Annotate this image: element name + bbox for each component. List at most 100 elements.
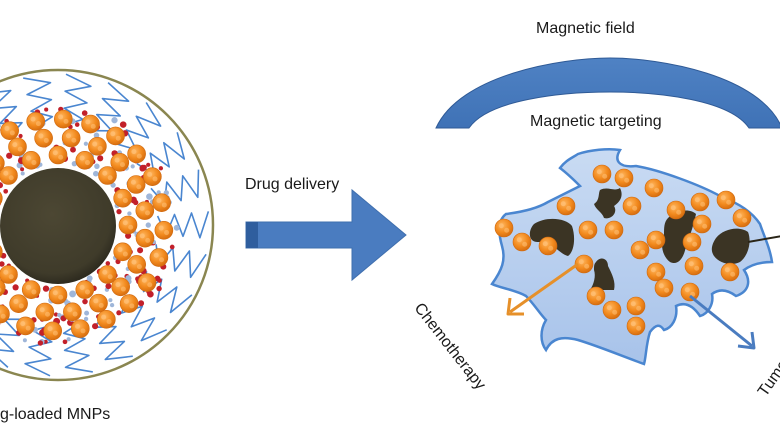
drug-particle bbox=[138, 274, 156, 292]
drug-particle bbox=[681, 283, 699, 301]
drug-particle bbox=[49, 146, 67, 164]
drug-particle bbox=[10, 295, 28, 313]
drug-particle bbox=[615, 169, 633, 187]
drug-molecule bbox=[137, 247, 143, 253]
drug-molecule bbox=[44, 108, 48, 112]
tumor-tissue bbox=[492, 149, 780, 364]
drug-particle bbox=[136, 229, 154, 247]
drug-particle bbox=[539, 237, 557, 255]
drug-particle bbox=[627, 317, 645, 335]
drug-particle bbox=[114, 189, 132, 207]
drug-particle bbox=[82, 115, 100, 133]
drug-particle bbox=[603, 301, 621, 319]
drug-particle bbox=[717, 191, 735, 209]
drug-particle bbox=[733, 209, 751, 227]
drug-particle bbox=[44, 322, 62, 340]
drug-particle bbox=[49, 286, 67, 304]
drug-molecule bbox=[106, 261, 111, 266]
drug-particle bbox=[655, 279, 673, 297]
drug-particle bbox=[579, 221, 597, 239]
drug-molecule bbox=[57, 313, 61, 317]
drug-molecule bbox=[105, 283, 111, 289]
tumor-arrow bbox=[690, 296, 754, 348]
drug-molecule bbox=[87, 275, 93, 281]
drug-particle bbox=[721, 263, 739, 281]
drug-particle bbox=[683, 233, 701, 251]
drug-molecule bbox=[156, 286, 161, 291]
drug-molecule bbox=[82, 110, 88, 116]
drug-particle bbox=[667, 201, 685, 219]
drug-particle bbox=[143, 168, 161, 186]
drug-molecule bbox=[84, 311, 89, 316]
drug-particle bbox=[150, 249, 168, 267]
drug-particle bbox=[691, 193, 709, 211]
drug-particle bbox=[557, 197, 575, 215]
drug-molecule bbox=[159, 166, 163, 170]
drug-particle bbox=[631, 241, 649, 259]
drug-molecule bbox=[97, 155, 103, 161]
drug-molecule bbox=[94, 164, 99, 169]
drug-molecule bbox=[3, 189, 8, 194]
drug-molecule bbox=[146, 163, 150, 167]
drug-particle bbox=[8, 138, 26, 156]
drug-particle bbox=[127, 175, 145, 193]
drug-molecule bbox=[23, 338, 27, 342]
drug-particle bbox=[647, 231, 665, 249]
magnetic-field-label: Magnetic field bbox=[536, 20, 635, 38]
drug-molecule bbox=[69, 290, 76, 297]
drug-particle bbox=[128, 145, 146, 163]
drug-molecule bbox=[20, 167, 24, 171]
drug-particle bbox=[90, 294, 108, 312]
magnetic-targeting-label: Magnetic targeting bbox=[530, 113, 662, 131]
drug-particle bbox=[76, 151, 94, 169]
drug-particle bbox=[685, 257, 703, 275]
drug-molecule bbox=[63, 339, 68, 344]
drug-molecule bbox=[13, 284, 19, 290]
drug-particle bbox=[136, 202, 154, 220]
drug-molecule bbox=[116, 209, 121, 214]
drug-particle bbox=[647, 263, 665, 281]
drug-molecule bbox=[120, 121, 127, 128]
magnetic-core bbox=[0, 168, 116, 284]
drug-particle bbox=[111, 153, 129, 171]
drug-particle bbox=[0, 167, 18, 185]
drug-molecule bbox=[108, 298, 112, 302]
drug-molecule bbox=[127, 211, 131, 215]
drug-particle bbox=[107, 127, 125, 145]
drug-molecule bbox=[147, 291, 154, 298]
drug-molecule bbox=[116, 310, 121, 315]
drug-particle bbox=[605, 221, 623, 239]
drug-molecule bbox=[138, 300, 144, 306]
drug-particle bbox=[153, 194, 171, 212]
drug-particle bbox=[120, 295, 138, 313]
drug-particle bbox=[97, 310, 115, 328]
drug-molecule bbox=[157, 278, 162, 283]
drug-particle bbox=[587, 287, 605, 305]
mnp-label: g-loaded MNPs bbox=[0, 406, 110, 424]
drug-molecule bbox=[174, 225, 180, 231]
drug-particle bbox=[71, 320, 89, 338]
drug-particle bbox=[27, 112, 45, 130]
drug-molecule bbox=[110, 303, 114, 307]
drug-molecule bbox=[19, 134, 23, 138]
drug-particle bbox=[88, 137, 106, 155]
drug-particle bbox=[0, 265, 18, 283]
drug-molecule bbox=[70, 147, 76, 153]
drug-particle bbox=[119, 216, 137, 234]
drug-molecule bbox=[66, 337, 70, 341]
drug-particle bbox=[645, 179, 663, 197]
drug-particle bbox=[35, 129, 53, 147]
drug-molecule bbox=[84, 142, 88, 146]
drug-molecule bbox=[131, 164, 135, 168]
drug-molecule bbox=[146, 222, 151, 227]
drug-particle bbox=[155, 221, 173, 239]
drug-particle bbox=[112, 278, 130, 296]
drug-molecule bbox=[82, 299, 88, 305]
drug-particle bbox=[623, 197, 641, 215]
drug-molecule bbox=[142, 165, 147, 170]
drug-molecule bbox=[170, 245, 175, 250]
drug-particle bbox=[54, 110, 72, 128]
drug-molecule bbox=[111, 117, 117, 123]
